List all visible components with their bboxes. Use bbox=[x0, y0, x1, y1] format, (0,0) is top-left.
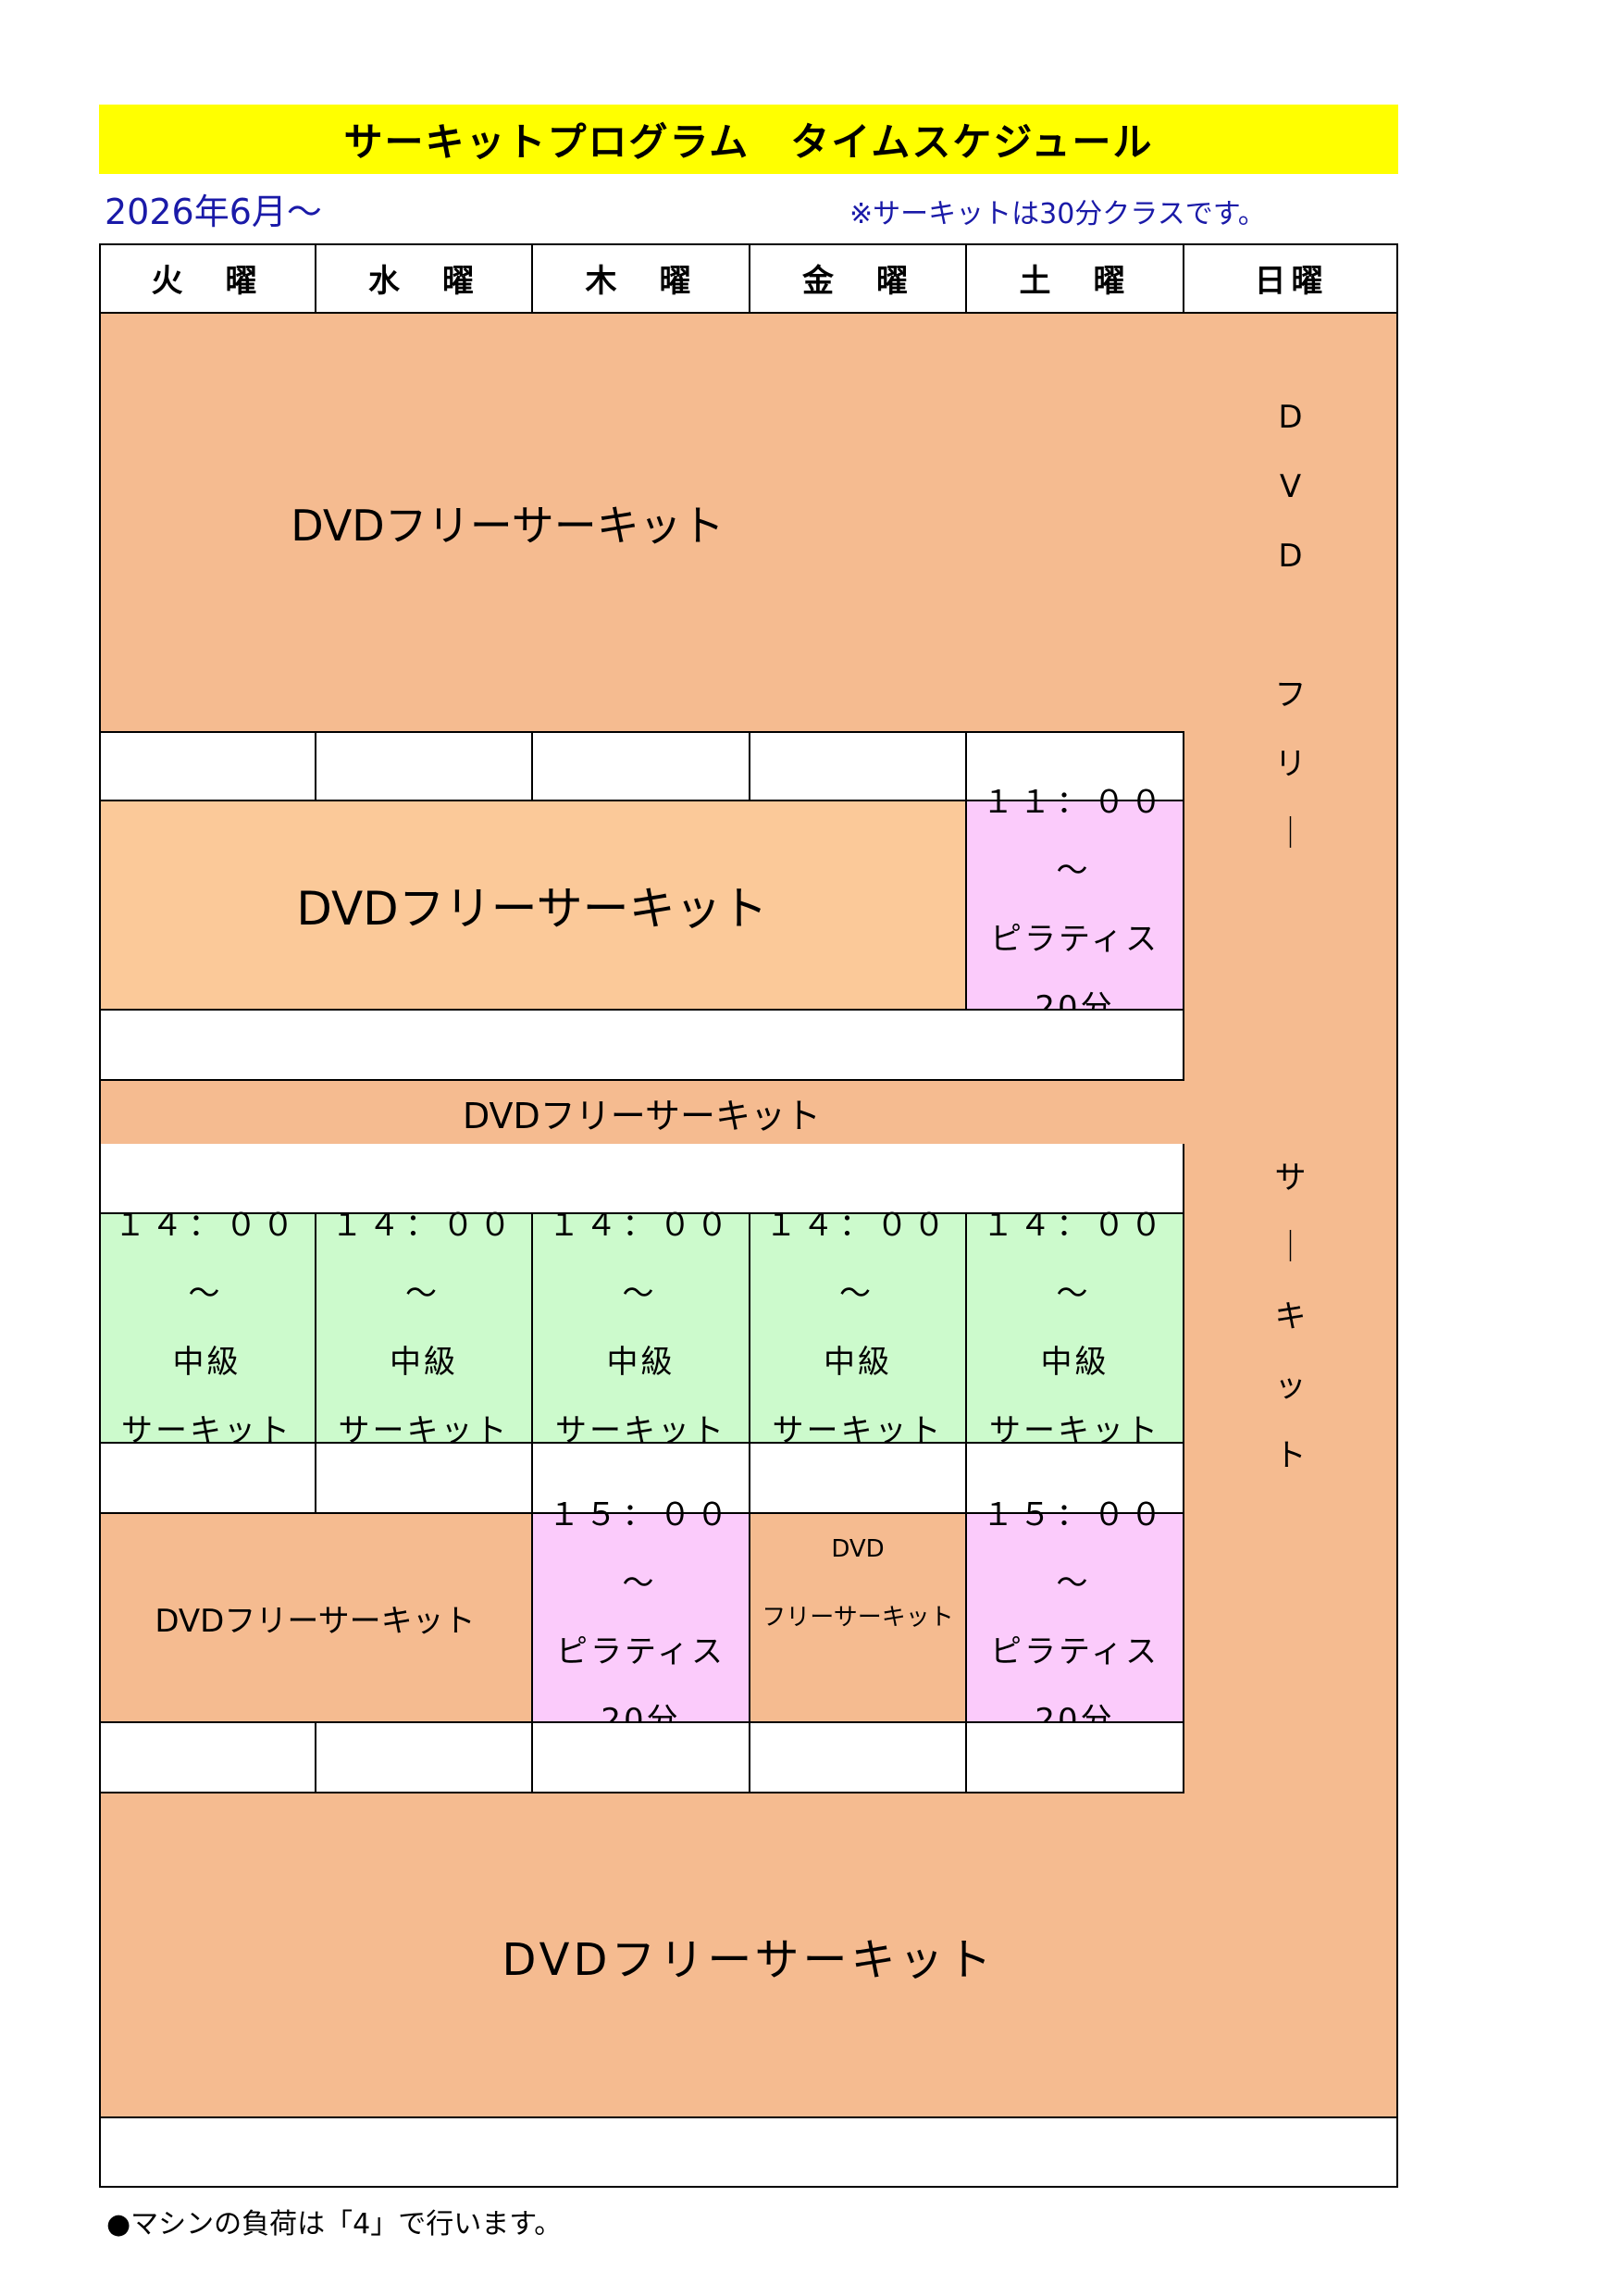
vertical-char: フ bbox=[1274, 676, 1307, 714]
dvd-label: DVD bbox=[831, 1535, 885, 1563]
vertical-char: D bbox=[1278, 538, 1303, 575]
class-name: 中級 bbox=[172, 1344, 242, 1381]
class-time: １１：００～ bbox=[982, 784, 1168, 889]
dvd-free-block-tue-wed: DVDフリーサーキット bbox=[99, 1514, 533, 1723]
friday-middle-circuit: １４：００～ 中級 サーキット bbox=[750, 1207, 967, 1449]
class-name: 中級 bbox=[1040, 1344, 1110, 1381]
free-circuit-label: フリーサーキット bbox=[762, 1604, 954, 1632]
day-header-sunday: 日曜 bbox=[1184, 243, 1398, 314]
dvd-free-label: DVDフリーサーキット bbox=[296, 882, 768, 936]
dvd-free-label: DVDフリーサーキット bbox=[291, 500, 725, 551]
day-header-wednesday: 水 曜 bbox=[316, 243, 533, 314]
empty-cell bbox=[316, 731, 533, 801]
empty-row bbox=[99, 2118, 1398, 2188]
class-time: １５：００～ bbox=[548, 1496, 734, 1602]
footer-note: ●マシンの負荷は「4」で行います。 bbox=[106, 2208, 563, 2240]
vertical-char: ｜ bbox=[1274, 815, 1307, 852]
start-date: 2026年6月～ bbox=[105, 192, 322, 232]
friday-dvd-free: DVD フリーサーキット . bbox=[750, 1514, 967, 1723]
class-time: １４：００～ bbox=[765, 1207, 950, 1312]
class-name: 中級 bbox=[824, 1344, 892, 1381]
class-length-note: ※サーキットは30分クラスです。 bbox=[849, 198, 1266, 230]
class-sub: サーキット bbox=[989, 1412, 1160, 1449]
class-time: １４：００～ bbox=[548, 1207, 734, 1312]
empty-cell bbox=[533, 1723, 750, 1793]
empty-cell bbox=[316, 1444, 533, 1514]
dvd-free-label: DVDフリーサーキット bbox=[502, 1933, 996, 1986]
thursday-middle-circuit: １４：００～ 中級 サーキット bbox=[533, 1207, 750, 1449]
dvd-free-label: DVDフリーサーキット bbox=[155, 1602, 476, 1640]
class-time: １４：００～ bbox=[331, 1207, 516, 1312]
empty-cell bbox=[750, 731, 967, 801]
empty-cell bbox=[99, 731, 316, 801]
empty-row bbox=[99, 1011, 1184, 1081]
empty-cell bbox=[316, 1723, 533, 1793]
page-title: サーキットプログラム タイムスケジュール bbox=[99, 105, 1398, 174]
class-time: １４：００～ bbox=[114, 1207, 300, 1312]
class-name: ピラティス bbox=[990, 1633, 1159, 1670]
thursday-pilates-15: １５：００～ ピラティス 20分 bbox=[533, 1496, 750, 1739]
dvd-free-block-noon: DVDフリーサーキット bbox=[99, 1081, 1184, 1144]
class-name: 中級 bbox=[390, 1344, 458, 1381]
class-sub: サーキット bbox=[338, 1412, 510, 1449]
empty-row bbox=[99, 1144, 1184, 1214]
vertical-char: サ bbox=[1274, 1160, 1307, 1197]
dvd-free-block-evening: DVDフリーサーキット bbox=[99, 1793, 1398, 2118]
dvd-free-block-morning: DVDフリーサーキット bbox=[99, 314, 1184, 731]
vertical-char: キ bbox=[1274, 1298, 1307, 1335]
day-header-friday: 金 曜 bbox=[750, 243, 967, 314]
vertical-char: リ bbox=[1274, 746, 1307, 783]
day-header-tuesday: 火 曜 bbox=[99, 243, 316, 314]
empty-cell bbox=[750, 1444, 967, 1514]
class-sub: サーキット bbox=[555, 1412, 726, 1449]
empty-cell bbox=[750, 1723, 967, 1793]
empty-cell bbox=[99, 1723, 316, 1793]
class-name: ピラティス bbox=[990, 921, 1159, 958]
class-name: 中級 bbox=[606, 1344, 676, 1381]
vertical-char: ッ bbox=[1274, 1368, 1307, 1405]
saturday-pilates-15: １５：００～ ピラティス 20分 bbox=[967, 1496, 1184, 1739]
sunday-vertical-label-bottom: サ ｜ キ ッ ト bbox=[1183, 1144, 1398, 1491]
empty-cell bbox=[533, 1444, 750, 1514]
vertical-char: D bbox=[1278, 399, 1303, 436]
tuesday-middle-circuit: １４：００～ 中級 サーキット bbox=[99, 1207, 316, 1449]
sunday-vertical-label-top: D V D フ リ ｜ bbox=[1183, 383, 1398, 869]
day-header-thursday: 木 曜 bbox=[533, 243, 750, 314]
class-sub: サーキット bbox=[772, 1412, 944, 1449]
empty-cell bbox=[533, 731, 750, 801]
saturday-pilates-11: １１：００～ ピラティス 20分 bbox=[967, 784, 1184, 1026]
empty-cell bbox=[967, 1723, 1184, 1793]
class-time: １４：００～ bbox=[982, 1207, 1168, 1312]
wednesday-middle-circuit: １４：００～ 中級 サーキット bbox=[316, 1207, 533, 1449]
vertical-char: ト bbox=[1274, 1437, 1307, 1474]
empty-cell bbox=[99, 1444, 316, 1514]
empty-cell bbox=[967, 731, 1184, 801]
class-name: ピラティス bbox=[556, 1633, 725, 1670]
dvd-free-block-late-morning: DVDフリーサーキット bbox=[99, 801, 967, 1011]
class-sub: サーキット bbox=[121, 1412, 292, 1449]
class-time: １５：００～ bbox=[982, 1496, 1168, 1602]
vertical-char: V bbox=[1279, 468, 1302, 505]
day-header-saturday: 土 曜 bbox=[967, 243, 1184, 314]
empty-cell bbox=[967, 1444, 1184, 1514]
vertical-char: ｜ bbox=[1274, 1229, 1307, 1266]
saturday-middle-circuit: １４：００～ 中級 サーキット bbox=[967, 1207, 1184, 1449]
dvd-free-label: DVDフリーサーキット bbox=[462, 1095, 822, 1136]
